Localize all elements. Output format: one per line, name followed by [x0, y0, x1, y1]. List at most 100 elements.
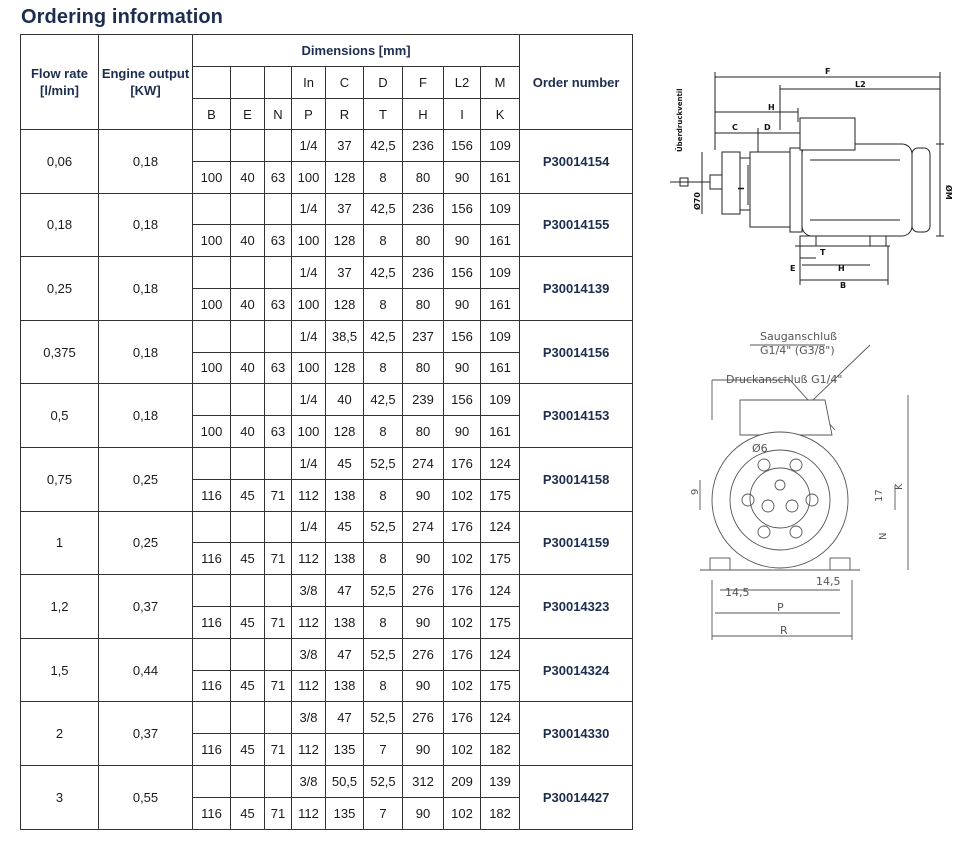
header-dim-lower: B — [192, 98, 231, 130]
label-m: ØM — [944, 185, 954, 200]
cell-dimension-upper: 45 — [325, 446, 364, 480]
cell-dimension-lower: 102 — [443, 669, 481, 703]
cell-dimension-lower: 8 — [363, 669, 403, 703]
cell-dimension-upper — [264, 701, 292, 735]
cell-dimension-upper: 239 — [402, 383, 444, 417]
cell-dimension-lower: 102 — [443, 733, 481, 766]
cell-dimension-lower: 128 — [325, 415, 364, 448]
cell-dimension-upper: 236 — [402, 192, 444, 226]
cell-dimension-lower: 8 — [363, 542, 403, 576]
cell-dimension-upper: 52,5 — [363, 446, 403, 480]
cell-dimension-lower: 135 — [325, 733, 364, 766]
cell-dimension-upper — [264, 574, 292, 607]
cell-dimension-lower: 128 — [325, 160, 364, 194]
cell-dimension-lower: 138 — [325, 669, 364, 703]
cell-dimension-upper: 176 — [443, 637, 481, 671]
cell-dimension-lower: 100 — [192, 160, 231, 194]
cell-dimension-lower: 128 — [325, 351, 364, 385]
header-dim-lower: E — [230, 98, 265, 130]
cell-dimension-upper — [230, 446, 265, 480]
cell-dimension-lower: 161 — [479, 287, 521, 321]
front-view-drawing — [699, 344, 909, 640]
cell-dimension-upper: 276 — [402, 574, 444, 607]
cell-dimension-upper: 42,5 — [363, 319, 403, 353]
cell-dimension-upper: 52,5 — [363, 764, 403, 798]
cell-dimension-lower: 128 — [325, 287, 364, 321]
header-dim-upper: D — [363, 66, 403, 99]
cell-order-number: P30014154 — [519, 129, 634, 194]
cell-dimension-upper: 156 — [443, 319, 481, 353]
cell-flow-rate: 1,2 — [20, 574, 99, 639]
cell-order-number: P30014158 — [519, 446, 634, 512]
header-dimensions: Dimensions [mm] — [191, 34, 521, 67]
cell-dimension-lower: 8 — [363, 287, 403, 321]
label-d70: Ø70 — [692, 192, 702, 210]
cell-dimension-upper: 3/8 — [291, 637, 326, 671]
cell-dimension-upper: 176 — [443, 510, 481, 544]
cell-dimension-lower: 40 — [230, 415, 265, 448]
header-dim-lower: H — [402, 98, 444, 130]
cell-dimension-lower: 102 — [443, 796, 481, 830]
cell-dimension-upper — [192, 510, 231, 544]
cell-dimension-lower: 116 — [192, 796, 231, 830]
cell-dimension-upper: 176 — [443, 446, 481, 480]
cell-dimension-lower: 71 — [264, 669, 292, 703]
cell-dimension-lower: 90 — [402, 542, 444, 576]
cell-dimension-lower: 161 — [479, 224, 521, 258]
cell-dimension-upper: 156 — [443, 192, 481, 226]
cell-dimension-upper: 1/4 — [291, 510, 326, 544]
header-dim-upper: C — [325, 66, 364, 99]
label-valve: Überdruckventil — [675, 88, 684, 152]
cell-dimension-lower: 90 — [402, 605, 444, 639]
label-h: H — [768, 103, 775, 112]
cell-dimension-lower: 175 — [479, 478, 521, 512]
cell-flow-rate: 1,5 — [20, 637, 99, 703]
header-dim-lower: I — [443, 98, 481, 130]
cell-dimension-upper: 1/4 — [291, 192, 326, 226]
cell-dimension-lower: 116 — [192, 542, 231, 576]
cell-order-number: P30014139 — [519, 256, 634, 321]
cell-flow-rate: 1 — [20, 510, 99, 576]
cell-dimension-lower: 116 — [192, 733, 231, 766]
cell-dimension-upper — [192, 129, 231, 162]
cell-dimension-upper: 124 — [479, 510, 521, 544]
cell-dimension-upper: 156 — [443, 129, 481, 162]
ordering-table: Flow rate [l/min] Engine output [KW] Dim… — [20, 34, 634, 830]
cell-dimension-lower: 90 — [443, 224, 481, 258]
cell-dimension-upper: 274 — [402, 446, 444, 480]
cell-dimension-upper: 109 — [479, 383, 521, 417]
cell-dimension-lower: 100 — [192, 287, 231, 321]
cell-dimension-lower: 63 — [264, 224, 292, 258]
label-seventeen: 17 — [874, 489, 885, 502]
cell-dimension-lower: 80 — [402, 160, 444, 194]
cell-engine-output: 0,55 — [98, 764, 193, 830]
cell-order-number: P30014330 — [519, 701, 634, 766]
label-k: K — [894, 483, 905, 490]
cell-dimension-upper: 52,5 — [363, 701, 403, 735]
cell-dimension-upper: 3/8 — [291, 701, 326, 735]
cell-flow-rate: 2 — [20, 701, 99, 766]
label-suction-thread: G1/4" (G3/8") — [760, 344, 835, 357]
header-dim-lower: P — [291, 98, 326, 130]
cell-dimension-upper: 3/8 — [291, 574, 326, 607]
cell-dimension-lower: 45 — [230, 478, 265, 512]
cell-dimension-upper: 1/4 — [291, 129, 326, 162]
cell-dimension-lower: 138 — [325, 605, 364, 639]
cell-dimension-lower: 45 — [230, 542, 265, 576]
cell-dimension-upper: 52,5 — [363, 637, 403, 671]
cell-order-number: P30014153 — [519, 383, 634, 448]
cell-dimension-lower: 100 — [291, 287, 326, 321]
cell-dimension-upper — [264, 637, 292, 671]
cell-dimension-upper: 1/4 — [291, 446, 326, 480]
cell-dimension-upper: 312 — [402, 764, 444, 798]
cell-dimension-lower: 90 — [443, 351, 481, 385]
cell-dimension-upper: 50,5 — [325, 764, 364, 798]
header-dim-lower: T — [363, 98, 403, 130]
cell-dimension-upper: 274 — [402, 510, 444, 544]
cell-dimension-lower: 63 — [264, 415, 292, 448]
